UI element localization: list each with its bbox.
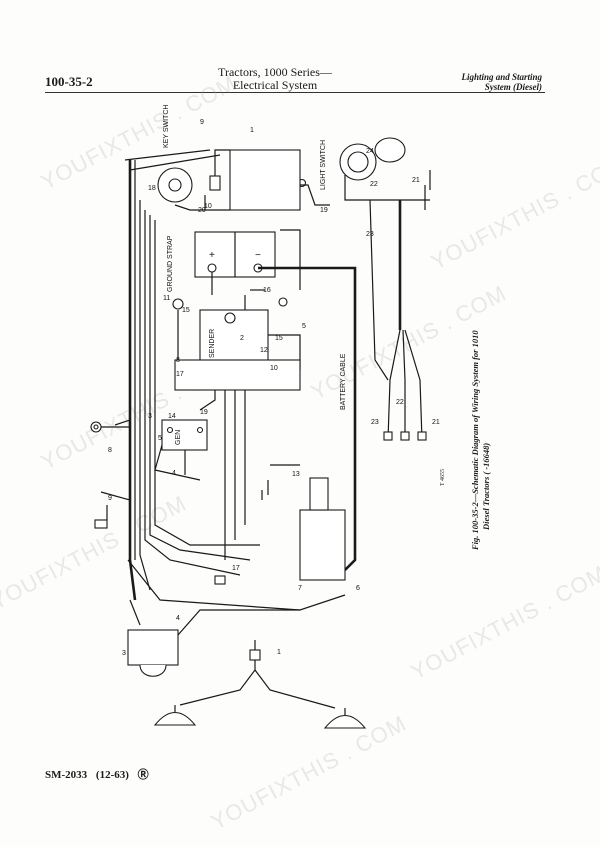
headlight-left (153, 711, 197, 726)
key-switch-fuse (209, 175, 221, 191)
section-line-2: System (Diesel) (484, 82, 542, 92)
footer: SM-2033 (12-63) Ⓡ (45, 766, 155, 782)
label-sender: SENDER (209, 329, 216, 358)
callout-3: 3 (148, 413, 152, 420)
callout-1b: 1 (277, 649, 281, 656)
page-title: Tractors, 1000 Series— Electrical System (215, 66, 335, 92)
callout-3b: 3 (122, 650, 126, 657)
generator (161, 419, 208, 451)
callout-14: 14 (168, 413, 176, 420)
callout-17: 17 (176, 371, 184, 378)
caption-line-1: Fig. 100-35-2—Schematic Diagram of Wirin… (470, 330, 480, 550)
callout-22b: 22 (396, 399, 404, 406)
manual-date: (12-63) (95, 769, 129, 781)
callout-22: 22 (370, 181, 378, 188)
callout-21: 21 (412, 177, 420, 184)
callout-23b: 23 (371, 419, 379, 426)
callout-15b: 15 (182, 307, 190, 314)
battery-plus: + (209, 250, 215, 261)
terminal-9 (94, 519, 108, 529)
title-line-1: Tractors, 1000 Series— (218, 65, 332, 79)
callout-15: 15 (275, 335, 283, 342)
battery-minus: − (255, 250, 261, 261)
label-ground-strap: GROUND STRAP (167, 235, 174, 292)
figure-caption: Fig. 100-35-2—Schematic Diagram of Wirin… (470, 320, 500, 550)
caption-line-2: Diesel Tractors ( -16648) (481, 442, 491, 530)
title-line-2: Electrical System (232, 78, 318, 92)
callout-5: 5 (158, 435, 162, 442)
callout-8b: 8 (108, 447, 112, 454)
header-divider (45, 92, 545, 93)
callout-23: 23 (366, 231, 374, 238)
page-code: 100-35-2 (45, 74, 93, 89)
callout-5b: 5 (302, 323, 306, 330)
callout-20: 20 (198, 207, 206, 214)
callout-7: 7 (298, 585, 302, 592)
callout-21b: 21 (432, 419, 440, 426)
section-title: Lighting and Starting System (Diesel) (461, 72, 542, 92)
callout-17b: 17 (232, 565, 240, 572)
label-battery-cable: BATTERY CABLE (340, 353, 347, 410)
callout-11: 11 (163, 295, 170, 302)
label-light-switch: LIGHT SWITCH (320, 140, 327, 190)
callout-13: 13 (292, 471, 300, 478)
flood-light (374, 137, 406, 163)
callout-4: 4 (172, 470, 176, 477)
union-mark-icon: Ⓡ (137, 769, 149, 781)
callout-16: 16 (263, 287, 271, 294)
figure-ref: T 4655 (440, 468, 446, 486)
starter-motor (299, 509, 346, 581)
label-gen: GEN (175, 430, 182, 445)
callout-9b: 9 (108, 495, 112, 502)
light-wire (179, 640, 256, 706)
callout-24: 24 (366, 148, 374, 155)
callout-8: 8 (176, 357, 180, 364)
callout-10b: 10 (270, 365, 278, 372)
callout-10: 10 (204, 203, 212, 210)
manual-code: SM-2033 (45, 769, 88, 781)
callout-4b: 4 (176, 615, 180, 622)
callout-9: 9 (200, 119, 204, 126)
callout-19b: 19 (200, 409, 208, 416)
callout-18: 18 (148, 185, 156, 192)
callout-1: 1 (250, 127, 254, 134)
main-harness (128, 160, 137, 601)
callout-2: 2 (240, 335, 244, 342)
callout-19: 19 (320, 207, 328, 214)
coil (127, 629, 179, 666)
callout-6: 6 (356, 585, 360, 592)
label-key-switch: KEY SWITCH (163, 105, 170, 148)
headlight-right (323, 714, 367, 729)
section-line-1: Lighting and Starting (461, 72, 542, 82)
callout-12: 12 (260, 347, 268, 354)
